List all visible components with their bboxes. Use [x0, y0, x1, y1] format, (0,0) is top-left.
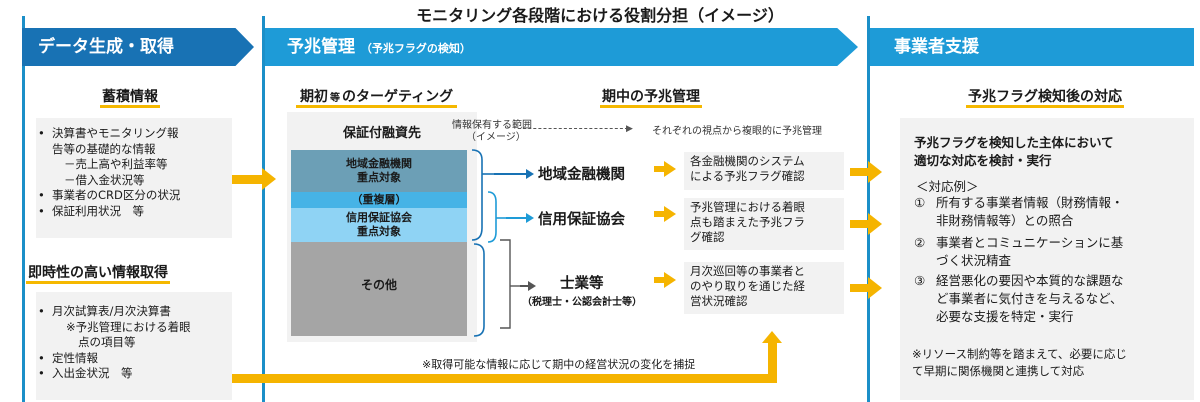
accum-title: 蓄積情報	[30, 86, 230, 108]
arrow-professional-head	[528, 281, 536, 291]
example-num: ②	[914, 235, 926, 250]
arrow-regional-head	[526, 169, 534, 179]
info-range-label: 情報保有する範囲	[452, 120, 532, 131]
arrow-col3-3-shaft	[850, 284, 868, 292]
list-item: 保証利用状況 等	[36, 204, 232, 220]
midterm-title: 期中の予兆管理	[600, 86, 750, 108]
arrow-col3-2-shaft	[850, 220, 868, 228]
accum-list: 決算書やモニタリング報 告等の基礎的な情報 －売上高や利益率等 －借入金状況等 …	[36, 126, 232, 219]
example-1: ① 所有する事業者情報（財務情報・ 非財務情報等）との照合	[914, 194, 1194, 230]
diagram-title: モニタリング各段階における役割分担（イメージ）	[416, 6, 784, 25]
targeting-title: 期初等のターゲティング	[296, 86, 516, 108]
list-item: 告等の基礎的な情報	[52, 141, 156, 156]
response-panel	[900, 118, 1194, 400]
list-item: 決算書やモニタリング報	[36, 126, 232, 142]
resource-note: ※リソース制約等を踏まえて、必要に応じ て早期に関係機関と連携して対応	[912, 347, 1127, 378]
actor-professional-sub: （税理士・公認会計士等）	[522, 297, 642, 308]
response-lead: 予兆フラグを検知した主体において 適切な対応を検討・実行	[914, 135, 1114, 168]
bar-regional: 地域金融機関 重点対象	[291, 150, 467, 192]
example-3: ③ 経営悪化の要因や本質的な課題な ど事業者に気付きを与えるなど、 必要な支援を…	[914, 272, 1194, 326]
arrow-to-desc-regional	[664, 161, 676, 177]
arrow-guarantee	[506, 217, 528, 219]
divider-col1	[22, 16, 25, 402]
response-title: 予兆フラグ検知後の対応	[905, 86, 1185, 108]
guarantee-title: 保証付融資先	[342, 126, 421, 141]
arrow-to-desc-professional	[664, 272, 676, 288]
list-item: 点の項目等	[78, 335, 136, 349]
flow-arrow-realtime-up	[768, 342, 777, 383]
realtime-list: 月次試算表/月次決算書 ※予兆管理における着眼 点の項目等 定性情報 入出金状況…	[36, 304, 232, 382]
example-num: ①	[914, 195, 926, 210]
header-data-generation: データ生成・取得	[22, 28, 254, 66]
info-range-sub: （イメージ）	[466, 132, 526, 143]
header-business-support: 事業者支援	[870, 28, 1194, 66]
arrow-professional	[520, 285, 530, 287]
arrow-guarantee-head	[526, 213, 534, 223]
flow-arrow-realtime	[232, 374, 777, 383]
arrow-col3-1-head	[868, 161, 882, 183]
actor-guarantee: 信用保証協会	[538, 212, 625, 228]
info-range-dotted-arrow	[518, 128, 628, 129]
capture-note: ※取得可能な情報に応じて期中の経営状況の変化を捕捉	[422, 358, 696, 371]
flow-arrow-accum-head	[262, 168, 276, 190]
arrow-to-desc-guarantee-shaft	[654, 211, 664, 217]
example-label: ＜対応例＞	[916, 179, 979, 194]
list-item: ※予兆管理における着眼	[66, 319, 191, 334]
dotted-arrow-head: ▶	[626, 124, 633, 134]
actor-professional: 士業等	[560, 276, 604, 292]
realtime-panel: 月次試算表/月次決算書 ※予兆管理における着眼 点の項目等 定性情報 入出金状況…	[36, 292, 232, 400]
divider-col2	[262, 16, 265, 402]
example-text: 所有する事業者情報（財務情報・ 非財務情報等）との照合	[936, 195, 1124, 228]
list-item: －借入金状況等	[64, 172, 145, 187]
bar-overlap: （重複層）	[291, 192, 467, 208]
actor-regional: 地域金融機関	[538, 167, 625, 183]
arrow-regional	[494, 173, 528, 175]
arrow-col3-3-head	[868, 277, 882, 299]
realtime-title: 即時性の高い情報取得	[26, 262, 246, 284]
arrow-to-desc-guarantee	[664, 206, 676, 222]
list-item: 入出金状況 等	[36, 366, 232, 382]
desc-professional: 月次巡回等の事業者と のやり取りを通じた経 営状況確認	[684, 262, 844, 314]
desc-regional: 各金融機関のシステム による予兆フラグ確認	[684, 152, 844, 190]
list-item: 定性情報	[36, 351, 232, 367]
example-2: ② 事業者とコミュニケーションに基 づく状況精査	[914, 234, 1194, 270]
arrow-col3-2-head	[868, 213, 882, 235]
bar-other: その他	[291, 242, 467, 336]
range-brackets	[471, 149, 520, 337]
divider-col3	[867, 16, 870, 402]
list-item: －売上高や利益率等	[64, 157, 168, 171]
flow-arrow-accum	[232, 175, 262, 184]
header-early-warning: 予兆管理 （予兆フラグの検知）	[265, 28, 858, 66]
arrow-to-desc-professional-shaft	[654, 277, 664, 283]
example-num: ③	[914, 273, 926, 288]
accum-panel: 決算書やモニタリング報 告等の基礎的な情報 －売上高や利益率等 －借入金状況等 …	[36, 118, 232, 238]
list-item: 月次試算表/月次決算書	[36, 304, 232, 320]
desc-guarantee: 予兆管理における着眼 点も踏まえた予兆フラ グ確認	[684, 198, 844, 250]
list-item: 事業者のCRD区分の状況	[36, 188, 232, 204]
example-text: 事業者とコミュニケーションに基 づく状況精査	[936, 235, 1124, 268]
arrow-col3-1-shaft	[850, 168, 868, 176]
multi-view-label: それぞれの視点から複眼的に予兆管理	[652, 126, 822, 137]
arrow-to-desc-regional-shaft	[654, 166, 664, 172]
flow-arrow-realtime-head	[762, 331, 782, 343]
example-text: 経営悪化の要因や本質的な課題な ど事業者に気付きを与えるなど、 必要な支援を特定…	[936, 273, 1124, 324]
bar-guarantee: 信用保証協会 重点対象	[291, 208, 467, 242]
